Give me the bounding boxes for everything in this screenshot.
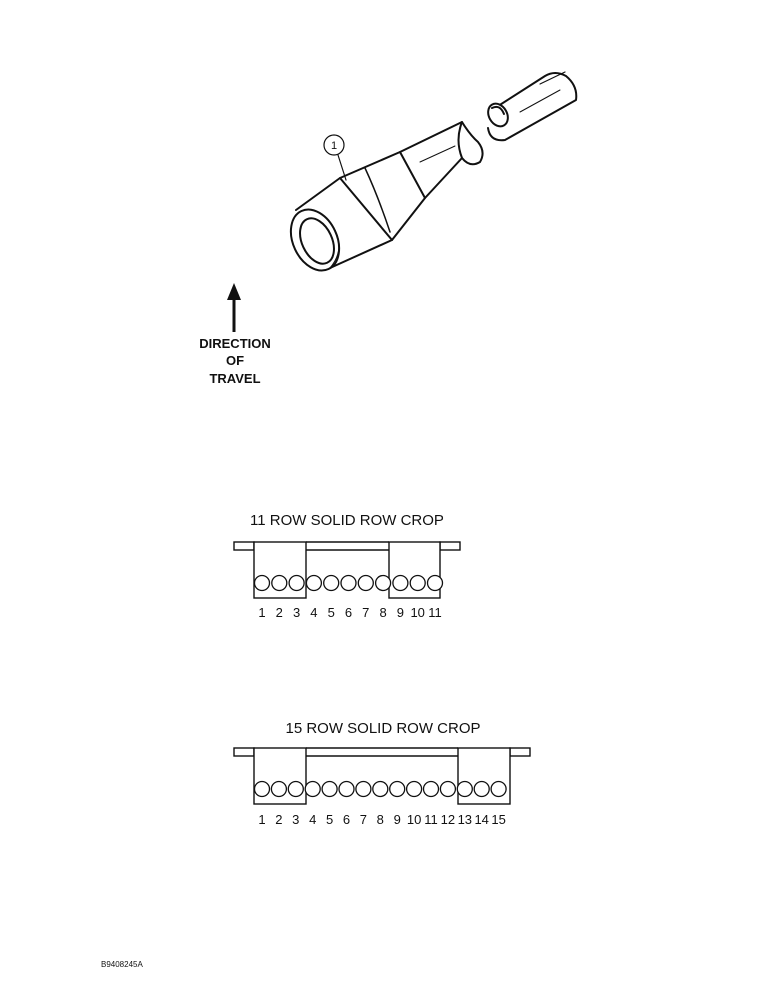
callout-number: 1 [331,140,337,152]
row-number-9: 9 [397,605,404,620]
row-number-10: 10 [407,812,421,827]
direction-arrow [227,283,241,332]
row-number-11: 11 [424,812,438,827]
row-circle-9 [389,780,406,798]
row-number-8: 8 [377,812,384,827]
row-circle-8 [374,574,392,592]
row-number-3: 3 [293,605,300,620]
row-number-4: 4 [310,605,317,620]
row-circle-2 [270,780,288,798]
row-circle-5 [321,780,338,798]
row-number-6: 6 [343,812,350,827]
row-circle-12 [439,780,457,798]
row-circle-1 [253,780,271,798]
row-circle-9 [392,574,409,592]
row-number-15: 15 [491,812,505,827]
row-circle-8 [372,780,389,798]
row-circle-13 [456,780,473,798]
row-circle-11 [422,780,440,798]
row-number-2: 2 [275,812,282,827]
row-number-6: 6 [345,605,352,620]
row-number-2: 2 [276,605,283,620]
row-number-7: 7 [360,812,367,827]
row-number-9: 9 [394,812,401,827]
row-circle-15 [490,780,507,798]
direction-label-line-1: DIRECTION [199,336,271,351]
row-circle-14 [473,780,490,798]
row-circle-7 [355,780,372,798]
row-circle-3 [287,780,304,798]
row-number-13: 13 [458,812,472,827]
figure-code: B9408245A [101,960,143,969]
row-number-14: 14 [474,812,488,827]
layout-11-row-circles [253,574,444,592]
layout-15-row-circles [253,780,507,798]
row-circle-5 [323,574,340,592]
row-circle-4 [305,574,323,592]
tube-boot [289,121,484,272]
row-circle-1 [253,574,271,592]
row-number-12: 12 [441,812,455,827]
callout-1 [323,134,347,181]
row-number-10: 10 [410,605,424,620]
row-circle-3 [288,574,305,592]
row-number-5: 5 [326,812,333,827]
row-circle-7 [357,574,374,592]
row-number-8: 8 [379,605,386,620]
row-number-7: 7 [362,605,369,620]
row-number-11: 11 [428,605,442,620]
pipe-section [487,71,578,142]
row-circle-11 [426,574,444,592]
row-circle-4 [304,780,321,798]
layout-11-title: 11 ROW SOLID ROW CROP [250,512,444,529]
row-number-3: 3 [292,812,299,827]
row-circle-6 [340,574,357,592]
direction-label-line-3: TRAVEL [209,371,260,386]
layout-15-title: 15 ROW SOLID ROW CROP [285,720,480,737]
row-number-1: 1 [258,605,265,620]
row-number-1: 1 [258,812,265,827]
direction-label-line-2: OF [226,353,244,368]
row-circle-10 [405,780,423,798]
row-number-5: 5 [328,605,335,620]
row-circle-6 [338,780,355,798]
row-circle-10 [409,574,426,592]
row-circle-2 [271,574,288,592]
tube-illustration [289,71,578,272]
row-number-4: 4 [309,812,316,827]
